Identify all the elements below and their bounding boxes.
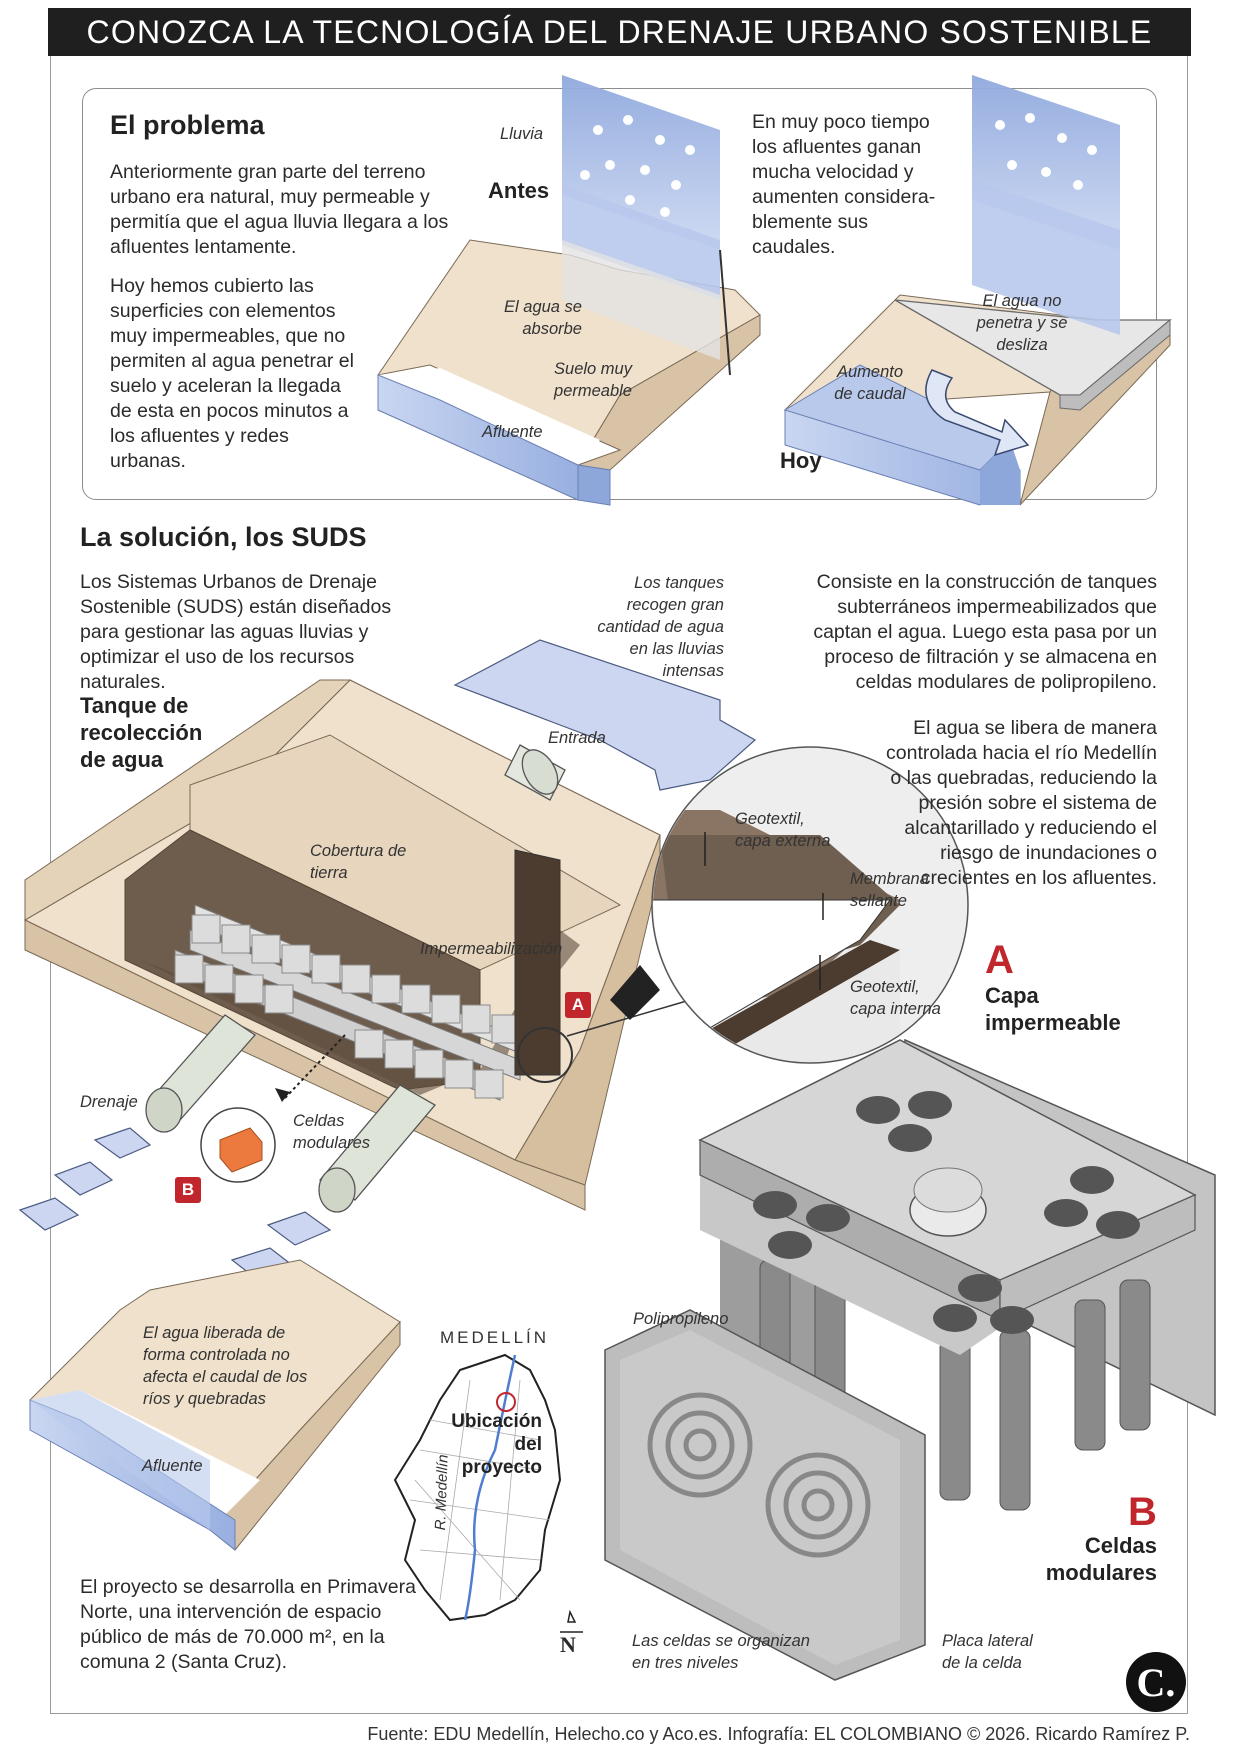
solution-heading: La solución, los SUDS [80, 522, 367, 552]
tank-title: Tanque de recolección de agua [80, 693, 203, 772]
label-tres-niveles: Las celdas se organizan en tres niveles [632, 1632, 810, 1672]
source-credit: Fuente: EDU Medellín, Helecho.co y Aco.e… [367, 1724, 1190, 1744]
drain-pipe-right [318, 1084, 436, 1213]
label-entrada: Entrada [548, 729, 606, 747]
celdas-title: Celdas modulares [1045, 1533, 1157, 1585]
badge-a: A [565, 992, 591, 1018]
map-river-label: R. Medellín [431, 1454, 452, 1531]
solution-paragraph-3: El agua se libera de manera controlada h… [886, 717, 1157, 889]
hoy-terrain-illustration [783, 75, 1172, 506]
label-membrana-sellante: Membrana sellante [850, 870, 929, 910]
label-suelo-permeable: Suelo muy permeable [554, 360, 632, 400]
modular-cell-illustration [604, 1038, 1216, 1681]
entrada-pipe [504, 744, 566, 801]
problem-paragraph-1: Anteriormente gran parte del terreno urb… [110, 161, 449, 258]
label-cobertura-tierra: Cobertura de tierra [310, 842, 407, 882]
zoom-circle-capa [610, 746, 969, 1064]
label-drenaje: Drenaje [80, 1093, 138, 1111]
page-title: CONOZCA LA TECNOLOGÍA DEL DRENAJE URBANO… [48, 8, 1191, 56]
label-hoy: Hoy [780, 448, 822, 473]
tank-illustration [23, 679, 691, 1213]
label-tanques-recogen: Los tanques recogen gran cantidad de agu… [597, 574, 724, 680]
drain-pipe-left [145, 1014, 256, 1133]
label-polipropileno: Polipropileno [633, 1310, 729, 1328]
map-location-label: Ubicación del proyecto [451, 1411, 542, 1478]
solution-paragraph-1: Los Sistemas Urbanos de Drenaje Sostenib… [80, 571, 392, 693]
celdas-letter: B [1128, 1490, 1157, 1534]
entrada-arrow [453, 639, 757, 791]
label-geotextil-externa: Geotextil, capa externa [735, 810, 831, 850]
badge-b: B [175, 1177, 201, 1203]
medellin-map [393, 1353, 583, 1633]
north-indicator: N [560, 1632, 576, 1657]
project-description: El proyecto se desarrolla en Primavera N… [80, 1576, 416, 1673]
problem-paragraph-3: En muy poco tiempo los afluentes ganan m… [752, 111, 936, 258]
label-agua-absorbe: El agua se absorbe [504, 298, 582, 338]
problem-heading: El problema [110, 110, 265, 140]
map-city-label: MEDELLÍN [440, 1328, 550, 1347]
label-placa-lateral: Placa lateral de la celda [942, 1632, 1033, 1672]
label-lluvia: Lluvia [500, 125, 544, 143]
label-aumento-caudal: Aumento de caudal [834, 363, 906, 403]
label-agua-liberada: El agua liberada de forma controlada no … [143, 1324, 308, 1408]
label-no-penetra: El agua no penetra y se desliza [976, 292, 1068, 354]
el-colombiano-logo: C. [1126, 1652, 1186, 1712]
problem-paragraph-2: Hoy hemos cubierto las superficies con e… [110, 275, 354, 472]
label-antes: Antes [488, 178, 550, 203]
capa-title: Capa impermeable [985, 983, 1121, 1035]
label-afluente-antes: Afluente [482, 423, 543, 441]
solution-paragraph-2: Consiste en la construcción de tanques s… [813, 571, 1157, 693]
released-water-terrain [29, 1259, 401, 1552]
label-celdas-modulares-tank: Celdas modulares [293, 1112, 371, 1152]
label-impermeabilizacion: Impermeabilización [420, 940, 563, 958]
label-geotextil-interna: Geotextil, capa interna [850, 978, 941, 1018]
label-afluente-released: Afluente [142, 1457, 203, 1475]
antes-terrain-illustration [377, 75, 761, 506]
capa-letter: A [985, 938, 1014, 982]
